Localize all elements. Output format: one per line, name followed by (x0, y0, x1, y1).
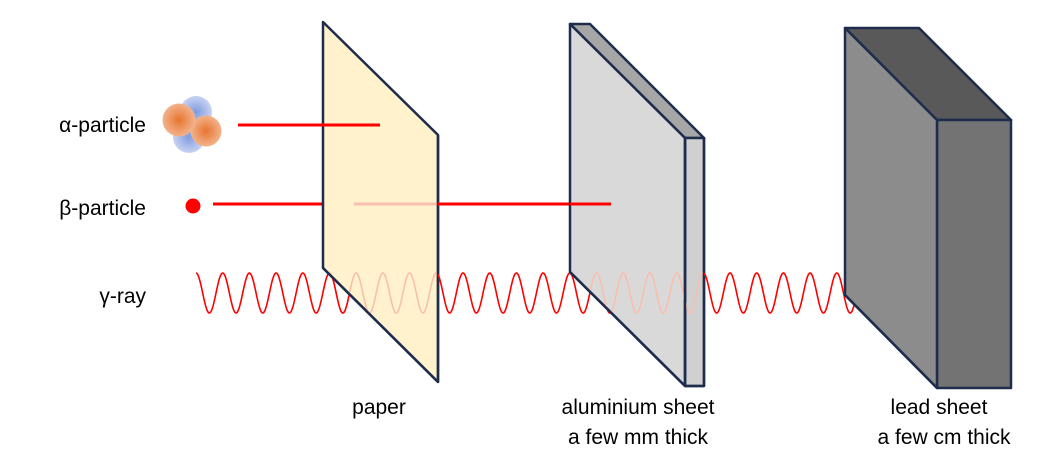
lead-edge (844, 294, 938, 389)
paper-label: paper (352, 396, 406, 419)
aluminium-label-line2: a few mm thick (568, 426, 709, 449)
lead-sheet (843, 26, 1013, 390)
alpha-particle-icon (162, 96, 222, 153)
gamma-wave-segment (195, 272, 324, 314)
beta-label: β-particle (59, 197, 146, 220)
paper-edge (322, 267, 439, 383)
gamma-wave-segment (322, 273, 350, 314)
aluminium-label-line1: aluminium sheet (562, 396, 715, 419)
aluminium-edge (569, 271, 686, 387)
paper-sheet (321, 20, 440, 384)
alpha-label: α-particle (59, 114, 146, 137)
beta-particle-icon (185, 198, 201, 214)
lead-label-line1: lead sheet (891, 396, 988, 419)
gamma-wave-faded (589, 272, 705, 314)
gamma-wave-segment (703, 272, 846, 314)
gamma-label: γ-ray (99, 285, 146, 308)
gamma-wave-segment (844, 299, 855, 314)
lead-label-line2: a few cm thick (877, 426, 1011, 449)
